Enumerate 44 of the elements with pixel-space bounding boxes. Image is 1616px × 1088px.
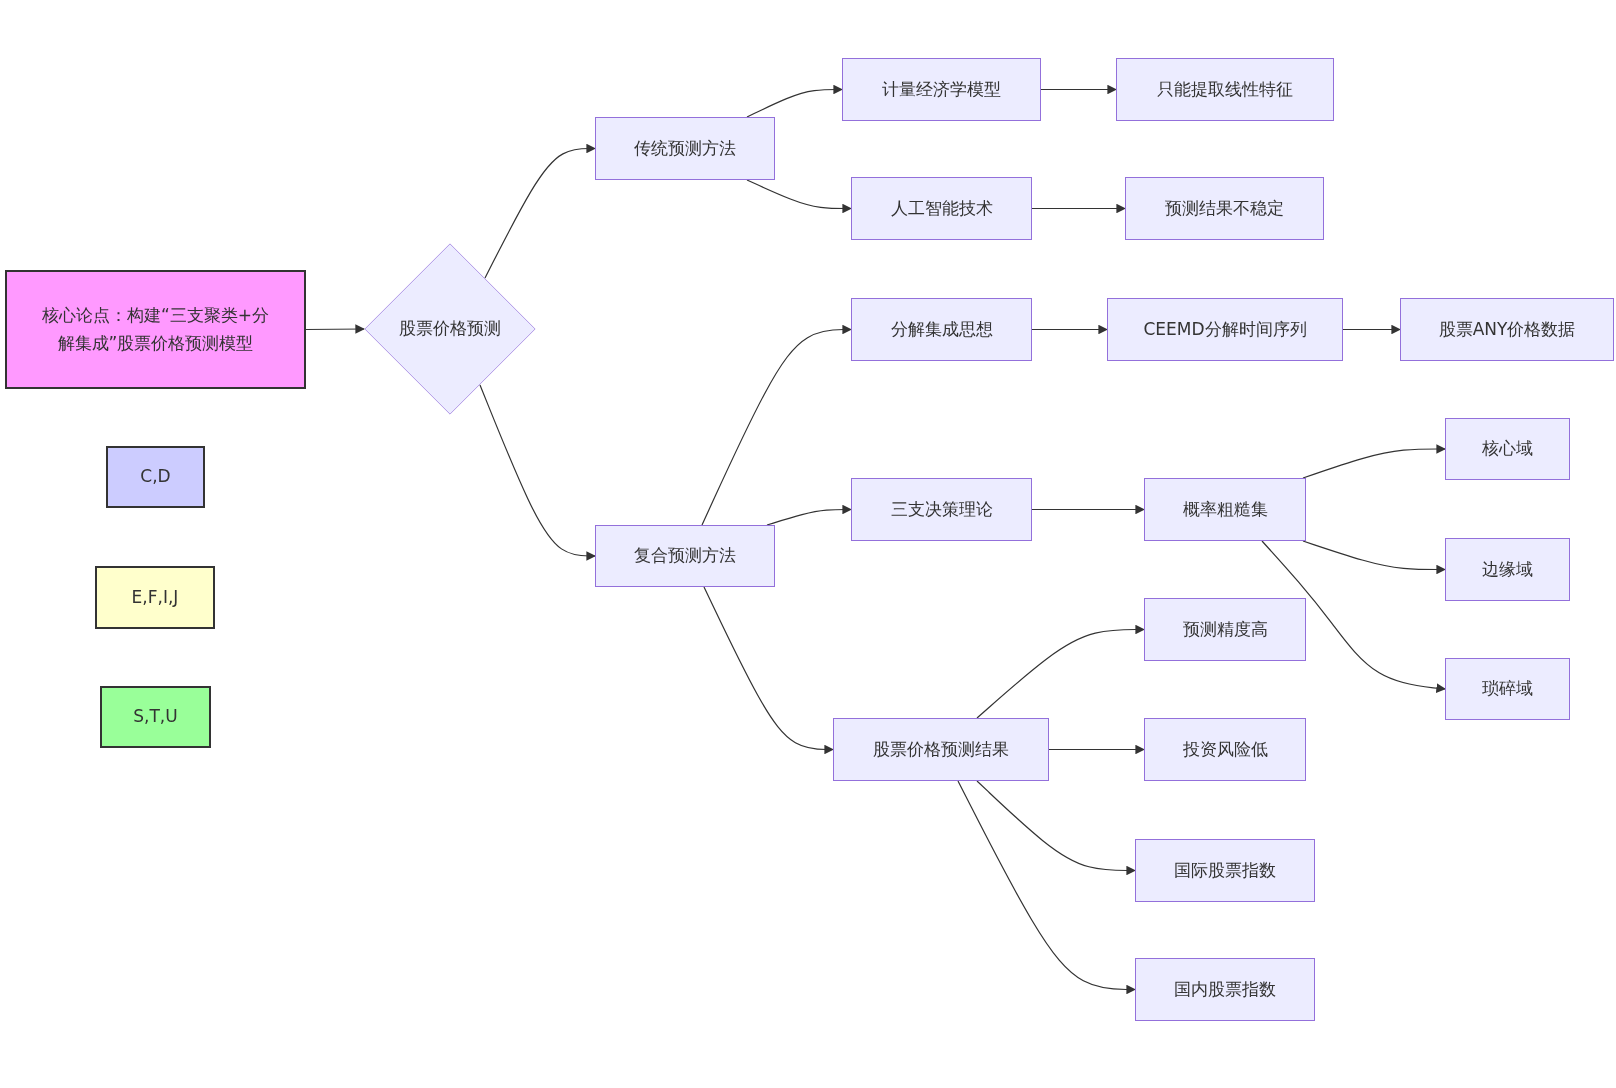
process-box: 琐碎域 xyxy=(1445,658,1570,720)
arrow xyxy=(305,324,365,334)
process-box: 国内股票指数 xyxy=(1135,958,1315,1021)
highlight-box: C,D xyxy=(106,446,205,508)
process-box: 分解集成思想 xyxy=(851,298,1032,361)
arrow xyxy=(479,384,596,561)
process-box: 核心域 xyxy=(1445,418,1570,480)
arrow xyxy=(1031,324,1108,335)
arrow xyxy=(1048,744,1145,755)
highlight-box: 核心论点：构建“三支聚类+分解集成”股票价格预测模型 xyxy=(5,270,306,389)
process-box: 国际股票指数 xyxy=(1135,839,1315,902)
process-box: 只能提取线性特征 xyxy=(1116,58,1334,121)
arrow xyxy=(1261,540,1446,693)
arrow xyxy=(484,143,596,279)
node-label: 股票价格预测 xyxy=(399,317,501,341)
arrow xyxy=(766,504,852,526)
arrow xyxy=(1031,203,1126,214)
arrow xyxy=(976,624,1145,719)
arrow xyxy=(1302,444,1446,479)
arrow xyxy=(746,84,843,118)
process-box: CEEMD分解时间序列 xyxy=(1107,298,1343,361)
arrow xyxy=(957,780,1136,995)
process-box: 股票ANY价格数据 xyxy=(1400,298,1614,361)
process-box: 预测精度高 xyxy=(1144,598,1306,661)
process-box: 复合预测方法 xyxy=(595,525,775,587)
arrow xyxy=(1342,324,1401,335)
arrow xyxy=(976,780,1136,876)
process-box: 边缘域 xyxy=(1445,538,1570,601)
arrow xyxy=(1040,84,1117,95)
process-box: 投资风险低 xyxy=(1144,718,1306,781)
process-box: 三支决策理论 xyxy=(851,478,1032,541)
process-box: 传统预测方法 xyxy=(595,117,775,180)
highlight-box: E,F,I,J xyxy=(95,566,215,629)
process-box: 计量经济学模型 xyxy=(842,58,1041,121)
process-box: 股票价格预测结果 xyxy=(833,718,1049,781)
arrow xyxy=(703,586,834,755)
process-box: 人工智能技术 xyxy=(851,177,1032,240)
process-box: 概率粗糙集 xyxy=(1144,478,1306,541)
process-box: 预测结果不稳定 xyxy=(1125,177,1324,240)
arrow xyxy=(1031,504,1145,515)
arrow xyxy=(746,179,852,214)
highlight-box: S,T,U xyxy=(100,686,211,748)
arrow xyxy=(701,324,852,526)
arrow xyxy=(1302,540,1446,575)
